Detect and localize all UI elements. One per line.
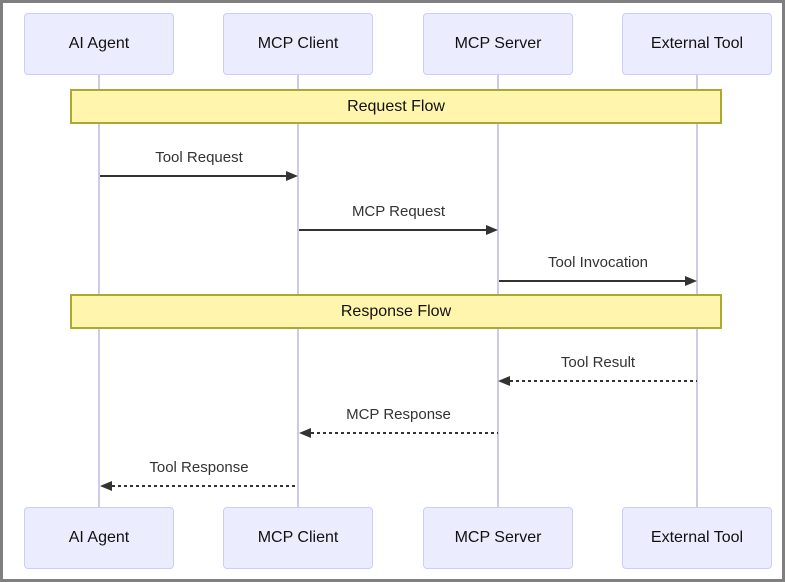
message-label-mcp-request: MCP Request [351, 203, 446, 220]
actor-top-ai-agent: AI Agent [24, 13, 174, 75]
actor-label: External Tool [650, 529, 744, 546]
lifeline-mcp-server [497, 75, 499, 507]
actor-top-mcp-server: MCP Server [423, 13, 573, 75]
arrow-head-left-icon [498, 376, 510, 386]
message-label-tool-result: Tool Result [560, 354, 636, 371]
message-label-tool-response: Tool Response [149, 459, 249, 476]
section-band-request-flow: Request Flow [70, 89, 722, 124]
actor-label: External Tool [650, 35, 744, 52]
actor-bottom-mcp-client: MCP Client [223, 507, 373, 569]
arrow-head-left-icon [100, 481, 112, 491]
actor-bottom-mcp-server: MCP Server [423, 507, 573, 569]
actor-top-mcp-client: MCP Client [223, 13, 373, 75]
message-line-tool-invocation [499, 280, 685, 282]
lifeline-mcp-client [297, 75, 299, 507]
message-line-mcp-request [299, 229, 486, 231]
message-label-tool-invocation: Tool Invocation [547, 254, 649, 271]
lifeline-ai-agent [98, 75, 100, 507]
arrow-head-left-icon [299, 428, 311, 438]
message-label-mcp-response: MCP Response [346, 406, 451, 423]
message-line-tool-result [510, 380, 697, 382]
actor-label: MCP Client [257, 35, 339, 52]
message-line-tool-response [112, 485, 298, 487]
actor-label: AI Agent [68, 35, 130, 52]
actor-bottom-ai-agent: AI Agent [24, 507, 174, 569]
arrow-head-right-icon [286, 171, 298, 181]
arrow-head-right-icon [685, 276, 697, 286]
arrow-head-right-icon [486, 225, 498, 235]
lifeline-external-tool [696, 75, 698, 507]
message-label-tool-request: Tool Request [155, 149, 243, 166]
actor-label: AI Agent [68, 529, 130, 546]
actor-top-external-tool: External Tool [622, 13, 772, 75]
section-label: Request Flow [347, 97, 445, 115]
section-band-response-flow: Response Flow [70, 294, 722, 329]
actor-label: MCP Client [257, 529, 339, 546]
actor-label: MCP Server [454, 529, 542, 546]
message-line-mcp-response [311, 432, 498, 434]
actor-label: MCP Server [454, 35, 542, 52]
message-line-tool-request [100, 175, 286, 177]
section-label: Response Flow [340, 302, 452, 320]
actor-bottom-external-tool: External Tool [622, 507, 772, 569]
